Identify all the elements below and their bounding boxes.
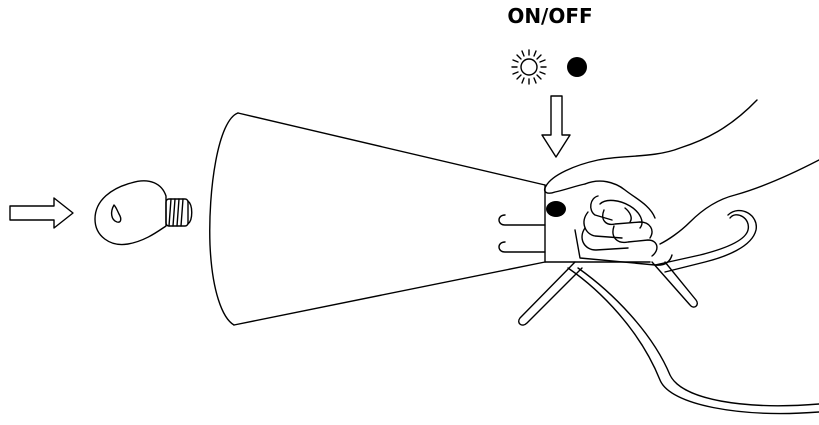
lamp-holder	[499, 185, 819, 413]
hand	[545, 100, 819, 256]
switch-button[interactable]	[546, 201, 566, 217]
right-arrow-icon	[10, 198, 73, 228]
sun-icon	[512, 50, 546, 84]
lamp-shade	[210, 113, 545, 325]
on-off-label: ON/OFF	[507, 4, 593, 28]
down-arrow-icon	[542, 96, 570, 157]
off-indicator-icon	[567, 57, 587, 77]
light-bulb-icon	[95, 181, 192, 245]
